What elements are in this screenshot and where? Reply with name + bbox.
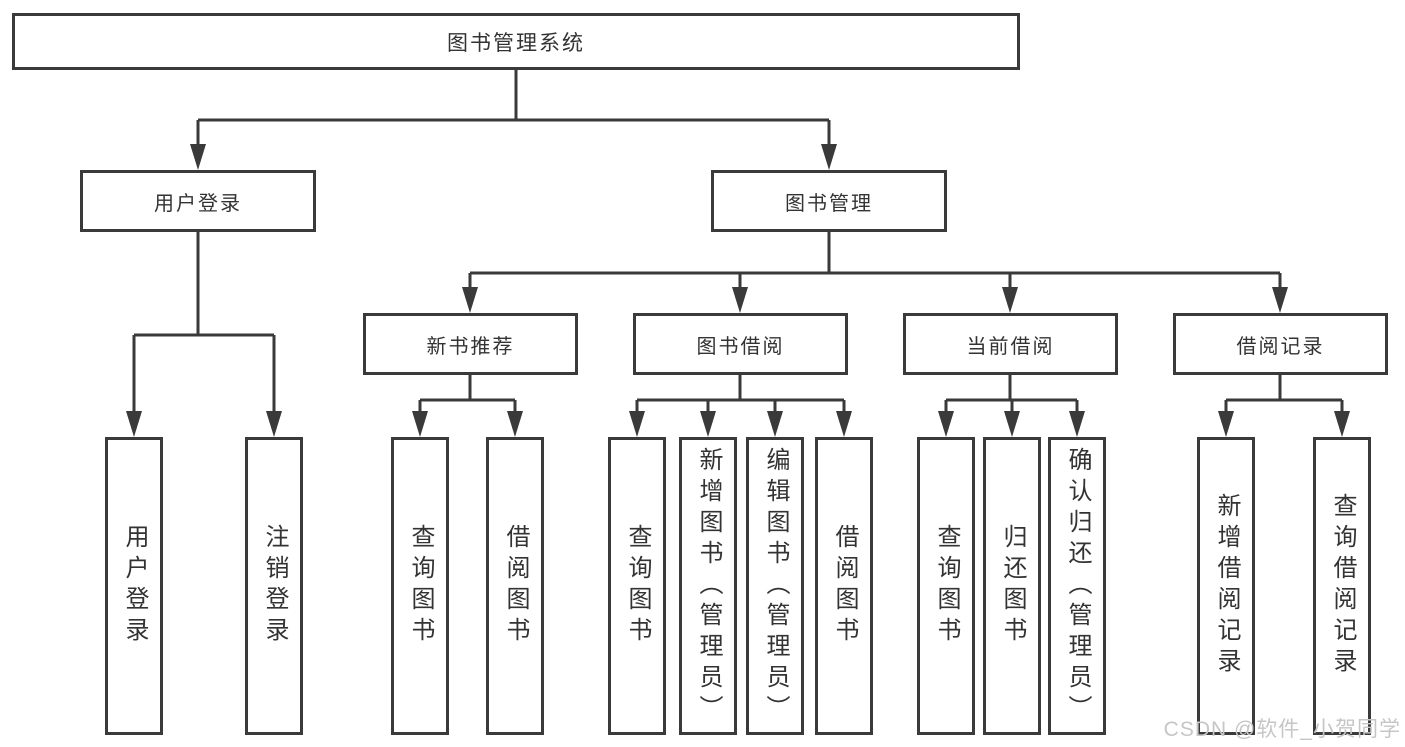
leaf-borrow-book-recommend: 借阅图书 [486,437,544,735]
leaf-confirm-return-admin-label: 确认归还（管理员） [1064,446,1091,726]
leaf-query-book-borrow: 查询图书 [608,437,666,735]
leaf-edit-book-admin: 编辑图书（管理员） [746,437,804,735]
connector-book-management-children [462,232,1288,313]
node-new-book-recommend: 新书推荐 [363,313,578,375]
arrow-down-icon [1004,411,1020,437]
leaf-user-login-label: 用户登录 [121,524,148,648]
connector-user-login-children [126,232,282,437]
leaf-logout: 注销登录 [245,437,303,735]
arrow-down-icon [700,411,716,437]
connector-book-borrow-children [629,375,852,437]
arrow-down-icon [462,287,478,313]
node-borrow-record: 借阅记录 [1173,313,1388,375]
arrow-down-icon [629,411,645,437]
arrow-down-icon [266,411,282,437]
arrow-down-icon [821,144,837,170]
leaf-query-book-borrow-label: 查询图书 [624,524,651,648]
leaf-query-book-recommend-label: 查询图书 [407,524,434,648]
node-root-label: 图书管理系统 [447,31,585,55]
connector-new-book-recommend-children [412,375,523,437]
arrow-down-icon [126,411,142,437]
arrow-down-icon [732,287,748,313]
leaf-add-borrow-record: 新增借阅记录 [1197,437,1255,735]
connector-root-to-level2 [190,70,837,170]
leaf-confirm-return-admin: 确认归还（管理员） [1048,437,1106,735]
leaf-add-book-admin: 新增图书（管理员） [679,437,737,735]
node-borrow-record-label: 借阅记录 [1236,335,1325,358]
connector-current-borrow-children [938,375,1085,437]
leaf-query-book-recommend: 查询图书 [391,437,449,735]
leaf-return-book-label: 归还图书 [999,524,1026,648]
node-root-system: 图书管理系统 [12,13,1020,70]
arrow-down-icon [1002,287,1018,313]
arrow-down-icon [1069,411,1085,437]
node-user-login-label: 用户登录 [154,192,242,215]
arrow-down-icon [1218,411,1234,437]
leaf-borrow-book-recommend-label: 借阅图书 [502,524,529,648]
arrow-down-icon [507,411,523,437]
leaf-edit-book-admin-label: 编辑图书（管理员） [762,446,789,726]
node-book-borrow-label: 图书借阅 [696,335,785,358]
leaf-user-login: 用户登录 [105,437,163,735]
node-book-management: 图书管理 [711,170,947,232]
leaf-add-book-admin-label: 新增图书（管理员） [695,446,722,726]
node-current-borrow-label: 当前借阅 [966,335,1055,358]
leaf-return-book: 归还图书 [983,437,1041,735]
leaf-logout-label: 注销登录 [261,524,288,648]
leaf-query-borrow-record-label: 查询借阅记录 [1329,493,1356,679]
arrow-down-icon [412,411,428,437]
node-user-login: 用户登录 [80,170,316,232]
node-book-borrow: 图书借阅 [633,313,848,375]
csdn-watermark: CSDN @软件_小贺同学 [1163,718,1401,741]
node-book-management-label: 图书管理 [785,192,873,215]
node-current-borrow: 当前借阅 [903,313,1118,375]
arrow-down-icon [190,144,206,170]
leaf-borrow-book-label: 借阅图书 [831,524,858,648]
arrow-down-icon [1272,287,1288,313]
leaf-borrow-book: 借阅图书 [815,437,873,735]
node-new-book-recommend-label: 新书推荐 [426,335,515,358]
leaf-add-borrow-record-label: 新增借阅记录 [1213,493,1240,679]
connector-borrow-record-children [1218,375,1350,437]
arrow-down-icon [767,411,783,437]
leaf-query-book-current: 查询图书 [917,437,975,735]
leaf-query-book-current-label: 查询图书 [933,524,960,648]
arrow-down-icon [1334,411,1350,437]
arrow-down-icon [836,411,852,437]
leaf-query-borrow-record: 查询借阅记录 [1313,437,1371,735]
arrow-down-icon [938,411,954,437]
